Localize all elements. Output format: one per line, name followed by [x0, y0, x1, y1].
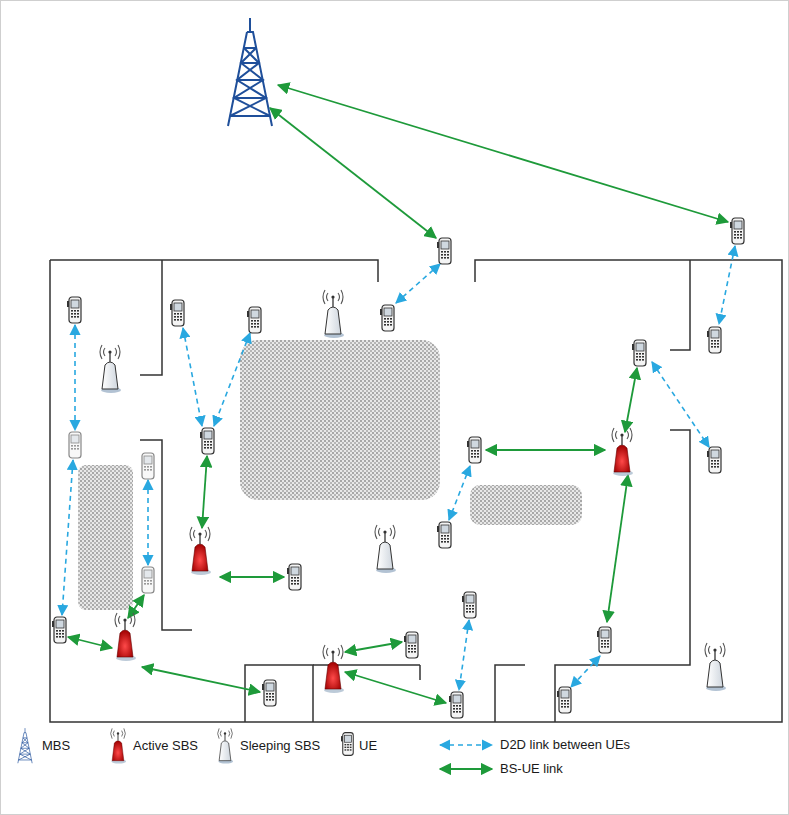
legend-text: Sleeping SBS — [240, 738, 320, 754]
legend-mbs-icon — [18, 728, 32, 763]
legend-sleeping-sbs-icon — [218, 728, 233, 763]
legend-d2d-line — [440, 744, 492, 746]
legend-text: Active SBS — [133, 738, 198, 754]
legend-active-sbs-icon — [111, 728, 126, 763]
legend-ue-icon — [341, 733, 353, 756]
legend-text: D2D link between UEs — [500, 737, 630, 753]
legend-text: BS-UE link — [500, 761, 563, 777]
legend-text: MBS — [42, 738, 70, 754]
legend-bs-ue-line — [440, 768, 492, 770]
legend-text: UE — [359, 738, 377, 754]
